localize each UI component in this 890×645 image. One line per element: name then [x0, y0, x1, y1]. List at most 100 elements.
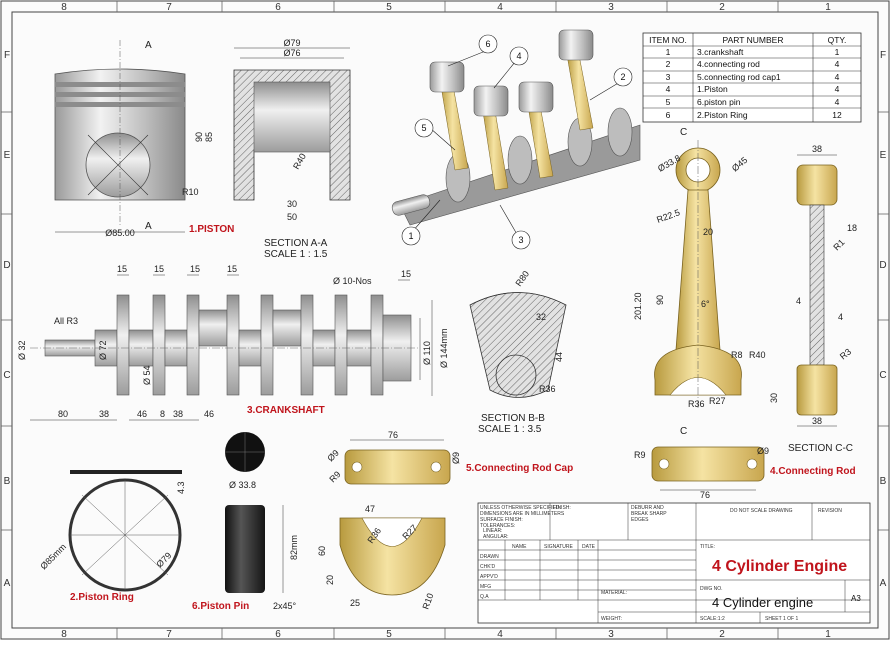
dim-bb-r36: R36	[539, 384, 556, 394]
dim-rod-r40: R40	[749, 350, 766, 360]
zone-right-e: E	[880, 150, 887, 161]
bom-qty: 4	[835, 84, 840, 94]
label-connecting-rod: 4.Connecting Rod	[770, 466, 856, 477]
zone-bottom-2: 7	[166, 629, 172, 640]
zone-left-b: B	[4, 476, 11, 487]
dim-cap-d9a: Ø9	[325, 448, 341, 464]
dim-crank-nos: Ø 10-Nos	[333, 276, 372, 286]
crankshaft-view: 15 15 15 15 15 All R3 Ø 32 Ø 72 Ø 54 Ø 1…	[17, 264, 449, 421]
dim-cap-76: 76	[388, 430, 398, 440]
bom-qty: 4	[835, 72, 840, 82]
dim-cc-18: 18	[847, 223, 857, 233]
bom-part-number: 6.piston pin	[697, 97, 741, 107]
tb-tolerances: TOLERANCES:	[480, 523, 515, 529]
dim-rod-r36: R36	[688, 399, 705, 409]
dim-piston-r40: R40	[291, 152, 308, 171]
section-c-top: C	[680, 127, 687, 138]
dim-crank-46b: 46	[204, 409, 214, 419]
balloon-2: 2	[620, 72, 625, 82]
zone-left-d: D	[3, 260, 10, 271]
dim-piston-r10: R10	[182, 187, 199, 197]
tb-deburr: DEBURR AND	[631, 505, 664, 511]
zone-bottom-7: 2	[719, 629, 725, 640]
tb-unless: UNLESS OTHERWISE SPECIFIED:	[480, 505, 561, 511]
tb-finish: FINISH:	[553, 505, 571, 511]
dim-cc-38-top: 38	[812, 144, 822, 154]
zone-bottom-4: 5	[386, 629, 392, 640]
dim-bb-44: 44	[554, 352, 564, 362]
tb-col-date: DATE	[582, 544, 596, 550]
zone-left-c: C	[3, 370, 10, 381]
balloon-3: 3	[518, 235, 523, 245]
zone-bottom-5: 4	[497, 629, 503, 640]
zone-top-8: 1	[825, 2, 831, 13]
bom-table: ITEM NO. PART NUMBER QTY. 1 3.crankshaft…	[642, 32, 862, 123]
zone-bottom-3: 6	[275, 629, 281, 640]
label-piston: 1.PISTON	[189, 224, 234, 235]
dim-crank-d32: Ø 32	[17, 340, 27, 360]
zone-left-e: E	[4, 150, 11, 161]
bom-header-qty: QTY.	[828, 35, 847, 45]
dim-crank-15e: 15	[401, 269, 411, 279]
zone-top-1: 8	[61, 2, 67, 13]
balloon-4: 4	[516, 51, 521, 61]
tb-qa: Q.A	[480, 594, 489, 600]
tb-appvd: APPV'D	[480, 574, 498, 580]
bom-part-number: 3.crankshaft	[697, 47, 744, 57]
section-a-top: A	[145, 40, 152, 51]
dim-rod-r8: R8	[731, 350, 743, 360]
tb-break: BREAK SHARP	[631, 511, 667, 517]
bom-item-no: 2	[666, 59, 671, 69]
dim-rod-20: 20	[703, 227, 713, 237]
dim-bb-r80: R80	[513, 269, 531, 288]
zone-right-b: B	[880, 476, 887, 487]
tb-weight: WEIGHT:	[601, 616, 622, 622]
tb-dims-mm: DIMENSIONS ARE IN MILLIMETERS	[480, 511, 565, 517]
piston-ring-view: 4.3 Ø85mm Ø79 2.Piston Ring	[38, 470, 186, 603]
connecting-rod-section-cc: 38 18 R1 4 4 R3 30 38 SECTION C-C	[769, 144, 857, 454]
dim-cap-r9: R9	[327, 469, 342, 484]
label-piston-pin: 6.Piston Pin	[192, 601, 249, 612]
section-cc-title: SECTION C-C	[788, 443, 853, 454]
bom-item-no: 6	[666, 110, 671, 120]
dim-rod-r27: R27	[709, 396, 726, 406]
bom-part-number: 1.Piston	[697, 84, 728, 94]
connecting-rod-front: C C Ø33.8 Ø45 R22.5 20 201.20 90 6° R8 R…	[633, 127, 766, 437]
dim-crank-80: 80	[58, 409, 68, 419]
zone-top-2: 7	[166, 2, 172, 13]
bom-part-number: 4.connecting rod	[697, 59, 760, 69]
tb-size: A3	[851, 594, 861, 603]
dim-crank-d144: Ø 144mm	[439, 328, 449, 368]
dim-piston-h85: 85	[204, 132, 214, 142]
label-crankshaft: 3.CRANKSHAFT	[247, 405, 325, 416]
bom-item-no: 5	[666, 97, 671, 107]
zone-right-c: C	[879, 370, 886, 381]
dim-cc-r1: R1	[831, 237, 846, 252]
dim-piston-top: Ø79	[283, 38, 300, 48]
dim-piston-h90: 90	[194, 132, 204, 142]
bom-qty: 4	[835, 59, 840, 69]
connecting-rod-cap-view: 76 Ø9 R9 Ø9 5.Connecting Rod Cap 47 R36 …	[317, 430, 573, 611]
section-a-bottom: A	[145, 221, 152, 232]
tb-angular: ANGULAR:	[483, 534, 509, 540]
zone-bottom-8: 1	[825, 629, 831, 640]
tb-dont-scale: DO NOT SCALE DRAWING	[730, 508, 793, 514]
dim-cc-4a: 4	[796, 296, 801, 306]
tb-surface: SURFACE FINISH:	[480, 517, 523, 523]
dim-pin-d338: Ø 33.8	[229, 480, 256, 490]
tb-revision: REVISION	[818, 508, 842, 514]
crank-section-bb: R80 32 44 R36 SECTION B-B SCALE 1 : 3.5	[469, 269, 567, 435]
dim-crank-d72: Ø 72	[98, 340, 108, 360]
bom-item-no: 1	[666, 47, 671, 57]
bom-header-item: ITEM NO.	[649, 35, 687, 45]
dim-rod-20120: 201.20	[633, 292, 643, 320]
dim-cap-25: 25	[350, 598, 360, 608]
dim-crank-15d: 15	[227, 264, 237, 274]
tb-scale: SCALE:1:2	[700, 616, 725, 622]
dim-cap-20: 20	[325, 575, 335, 585]
dim-ring-d85: Ø85mm	[38, 542, 68, 572]
dim-crank-d110: Ø 110	[422, 341, 432, 365]
